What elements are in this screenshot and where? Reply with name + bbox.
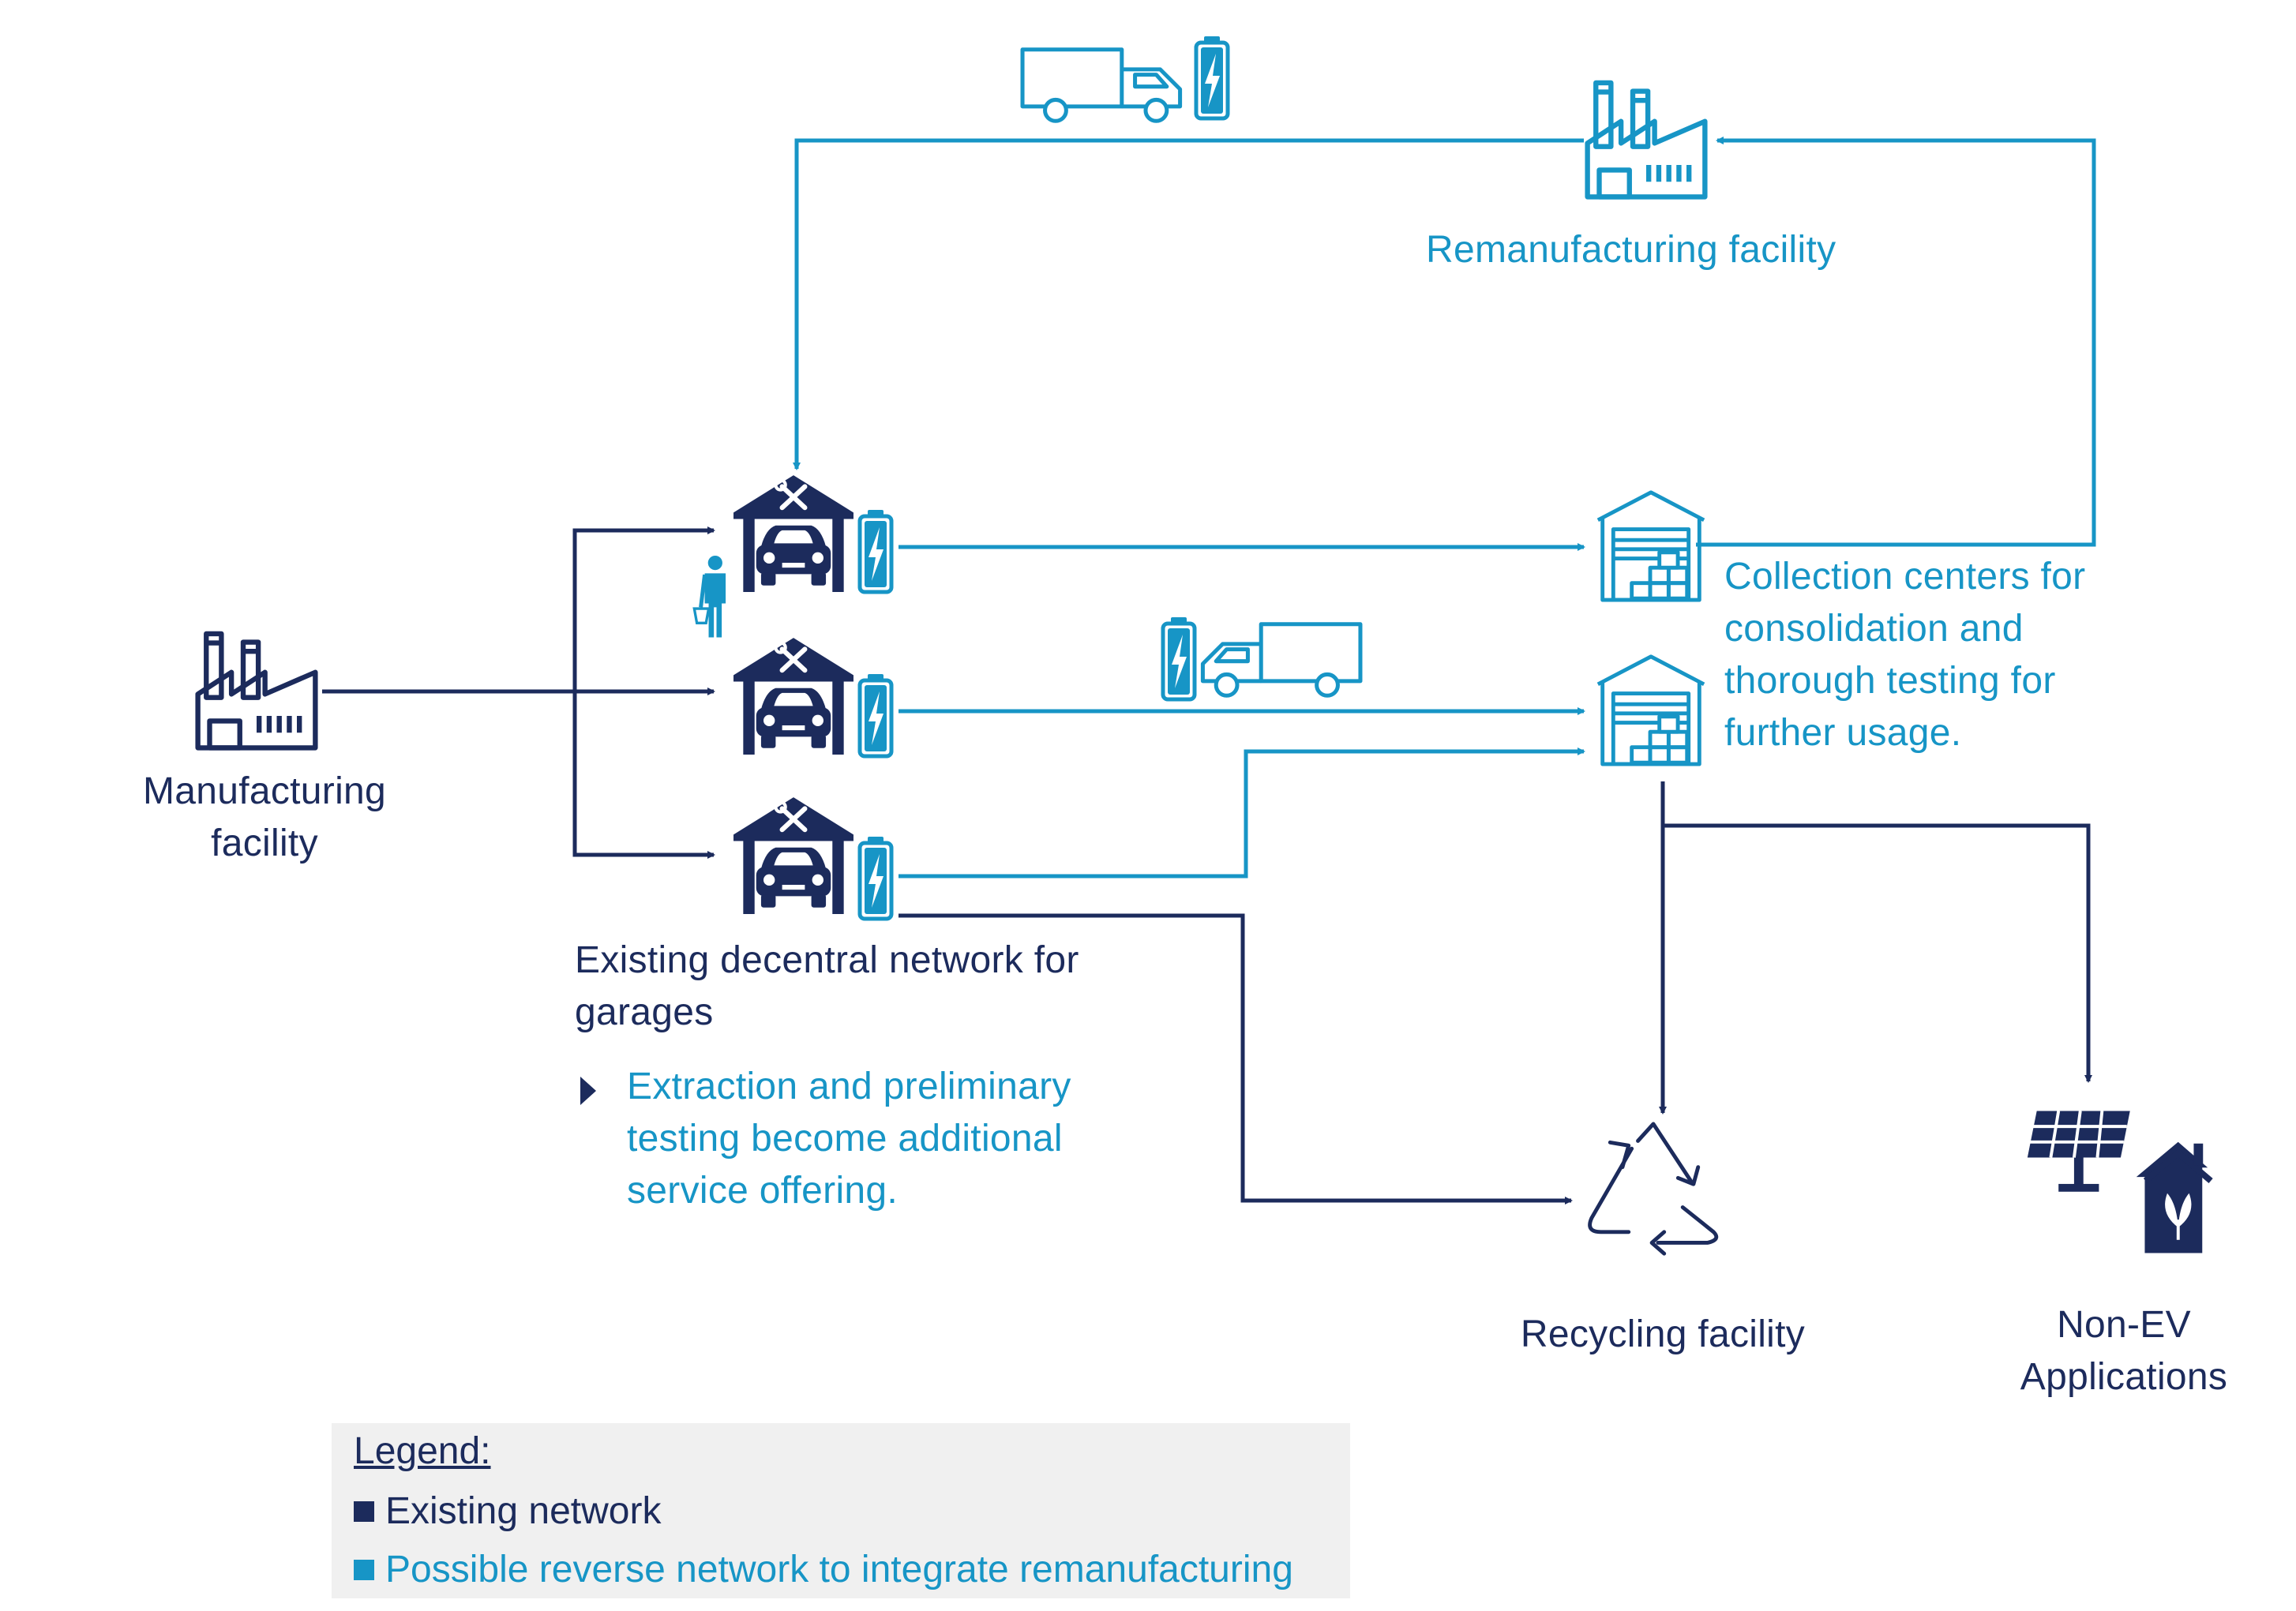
legend-swatch-reverse — [354, 1560, 374, 1580]
collection-centers-line-4: further usage. — [1724, 712, 1962, 754]
garages-line-2: garages — [575, 991, 714, 1033]
extraction-line-3: service offering. — [627, 1170, 899, 1212]
collection-centers-line-2: consolidation and — [1724, 608, 2024, 650]
remanufacturing-factory-icon — [1588, 83, 1705, 197]
manufacturing-factory-icon — [198, 634, 316, 748]
reverse-network-flows — [793, 137, 2096, 879]
truck-icon — [1022, 50, 1180, 122]
legend-item-existing: Existing network — [354, 1488, 661, 1535]
flow-to-garage-1 — [572, 526, 715, 691]
recycling-facility-label: Recycling facility — [1520, 1313, 1806, 1355]
extraction-line-2: testing become additional — [627, 1118, 1063, 1160]
non-ev-line-1: Non-EV — [2057, 1304, 2191, 1346]
truck-icon — [1202, 624, 1360, 696]
bullet-arrow-icon — [580, 1077, 596, 1105]
legend-label-existing: Existing network — [385, 1490, 662, 1532]
flow-to-garage-3 — [572, 691, 715, 859]
battery-icon — [860, 510, 891, 592]
solar-panel-icon — [2028, 1111, 2214, 1255]
existing-network-flows — [322, 526, 2092, 1205]
non-ev-applications-label: Non-EV Applications — [1974, 1299, 2274, 1403]
remanufacturing-facility-label: Remanufacturing facility — [1426, 229, 1836, 271]
battery-icon — [860, 674, 891, 756]
manufacturing-facility-line-2: facility — [211, 822, 318, 864]
person-icon — [694, 556, 726, 638]
flow-garage-3-to-recycling — [899, 913, 1573, 1205]
garages-line-1: Existing decentral network for — [575, 939, 1079, 981]
collection-centers-line-1: Collection centers for — [1724, 556, 2086, 598]
legend-label-reverse: Possible reverse network to integrate re… — [385, 1549, 1293, 1590]
battery-icon — [1196, 36, 1228, 118]
garage-icon — [733, 797, 853, 914]
garage-icon — [733, 638, 853, 755]
warehouse-icon — [1598, 493, 1704, 600]
legend-title: Legend: — [354, 1430, 491, 1472]
garages-label: Existing decentral network for garages — [575, 935, 1079, 1039]
flow-collection-to-remanufacturing — [1696, 137, 2096, 547]
garage-icon — [733, 475, 853, 592]
flow-garage-3-to-collection — [899, 747, 1585, 879]
legend-item-reverse: Possible reverse network to integrate re… — [354, 1546, 1293, 1594]
battery-icon — [860, 837, 891, 919]
legend-swatch-existing — [354, 1501, 374, 1522]
collection-centers-line-3: thorough testing for — [1724, 660, 2056, 702]
legend: Legend: Existing network Possible revers… — [332, 1423, 1350, 1598]
battery-icon — [1163, 617, 1195, 699]
recycle-icon — [1590, 1124, 1716, 1253]
warehouse-icon — [1598, 657, 1704, 764]
extraction-label: Extraction and preliminary testing becom… — [627, 1061, 1071, 1217]
flow-collection-to-non-ev — [1663, 823, 2092, 1083]
extraction-line-1: Extraction and preliminary — [627, 1066, 1071, 1107]
non-ev-line-2: Applications — [2020, 1356, 2228, 1398]
collection-centers-label: Collection centers for consolidation and… — [1724, 551, 2085, 759]
manufacturing-facility-line-1: Manufacturing — [142, 770, 387, 812]
manufacturing-facility-label: Manufacturing facility — [118, 766, 411, 870]
flow-remanufacturing-to-garage — [793, 138, 1584, 470]
